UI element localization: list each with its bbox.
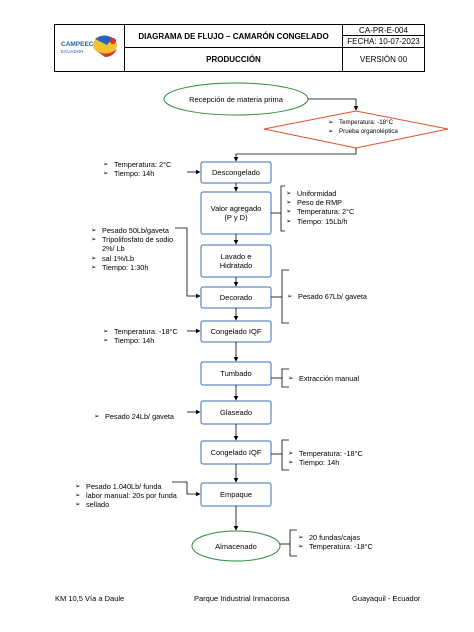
notes-lavado: ➢Pesado 50Lb/gaveta ➢Tripolifosfato de s… <box>91 226 187 272</box>
notes-congelado-iqf-2: ➢Temperatura: -18°C ➢Tiempo: 14h <box>288 449 363 467</box>
arrow-bullet-icon: ➢ <box>288 459 294 467</box>
arrow-bullet-icon: ➢ <box>298 543 304 551</box>
arrow-bullet-icon: ➢ <box>91 227 97 234</box>
document-title: DIAGRAMA DE FLUJO – CAMARÓN CONGELADO <box>125 25 343 48</box>
footer-address: KM 10,5 Vía a Daule <box>55 594 125 603</box>
arrow-bullet-icon: ➢ <box>286 217 292 225</box>
list-item: ➢Prueba organoléptica <box>328 127 398 135</box>
list-item: ➢Extracción manual <box>288 374 360 383</box>
arrow-bullet-icon: ➢ <box>103 337 109 345</box>
logo-cell: CAMPEEC ECUADOR <box>55 25 125 71</box>
footer-park: Parque Industrial Inmaconsa <box>194 594 290 603</box>
list-item: ➢Tiempo: 14h <box>103 169 155 179</box>
node-recepcion: Recepción de materia prima <box>189 94 283 104</box>
node-glaseado: Glaseado <box>219 408 253 417</box>
arrow-bullet-icon: ➢ <box>288 450 294 457</box>
arrow-bullet-icon: ➢ <box>328 127 334 135</box>
arrow-bullet-icon: ➢ <box>94 413 100 420</box>
arrow-recepcion-decision <box>308 98 359 111</box>
list-item: ➢Temperatura: -18°C <box>298 542 373 552</box>
notes-glaseado: ➢Pesado 24Lb/ gaveta <box>94 412 174 421</box>
arrow-bullet-icon: ➢ <box>288 375 294 382</box>
arrow-bullet-icon: ➢ <box>103 170 109 178</box>
node-almacenado: Almacenado <box>215 541 257 551</box>
node-descongelado: Descongelado <box>212 168 260 177</box>
list-item: ➢Peso de RMP <box>286 198 343 208</box>
arrow-bullet-icon: ➢ <box>298 534 304 541</box>
node-empaque: Empaque <box>219 490 253 499</box>
list-item: ➢sellado <box>75 500 110 510</box>
list-item: ➢Temperatura: -18°C <box>288 449 363 458</box>
list-item: ➢Temperatura: 2°C <box>286 207 355 217</box>
notes-descongelado: ➢Temperatura: 2°C ➢Tiempo: 14h <box>103 160 171 178</box>
document-subtitle: PRODUCCIÓN <box>125 48 343 71</box>
list-item: ➢Tiempo: 14h <box>103 336 155 346</box>
notes-congelado-iqf-1: ➢Temperatura: -18°C ➢Tiempo: 14h <box>103 327 178 345</box>
node-lavado: Lavado e Hidratado <box>219 252 253 270</box>
arrow-bullet-icon: ➢ <box>286 190 292 197</box>
list-item: ➢Uniformidad <box>286 189 337 198</box>
campeec-logo <box>93 35 117 57</box>
arrow-decision-descongelado <box>233 148 357 162</box>
document-header: CAMPEEC ECUADOR DIAGRAMA DE FLUJO – CAMA… <box>54 24 425 72</box>
document-code: CA-PR-E-004 <box>343 25 424 36</box>
node-congelado-iqf-1: Congelado IQF <box>210 327 262 336</box>
notes-decorado: ➢Pesado 67Lb/ gaveta <box>287 292 367 301</box>
list-item: ➢Pesado 1.040Lb/ funda <box>75 482 162 491</box>
almacenado-shape <box>191 530 281 562</box>
document-date: FECHA: 10-07-2023 <box>343 36 424 48</box>
list-item: ➢Temperatura: -18°C <box>103 327 178 336</box>
list-item: ➢20 fundas/cajas <box>298 533 361 542</box>
list-item: ➢Tiempo: 1:30h <box>91 262 149 272</box>
node-congelado-iqf-2: Congelado IQF <box>210 448 262 457</box>
notes-almacenado: ➢20 fundas/cajas ➢Temperatura: -18°C <box>298 533 373 551</box>
list-item: ➢Tripolifosfato de sodio 2%/ Lb <box>91 235 174 254</box>
node-valor-agregado: Valor agregado (P y D) <box>210 204 262 222</box>
footer-city: Guayaquil - Ecuador <box>352 594 421 603</box>
notes-valor-agregado: ➢Uniformidad ➢Peso de RMP ➢Temperatura: … <box>286 189 354 226</box>
arrow-bullet-icon: ➢ <box>91 236 97 244</box>
arrow-bullet-icon: ➢ <box>75 483 81 490</box>
list-item: ➢Temperatura: 2°C <box>103 160 172 169</box>
list-item: ➢Pesado 50Lb/gaveta <box>91 226 169 235</box>
list-item: ➢sal 1%/Lb <box>91 253 135 263</box>
list-item: ➢Pesado 67Lb/ gaveta <box>287 292 367 301</box>
arrow-bullet-icon: ➢ <box>91 254 97 262</box>
arrow-bullet-icon: ➢ <box>328 119 334 126</box>
arrow-bullet-icon: ➢ <box>286 208 292 216</box>
node-decorado: Decorado <box>219 293 253 302</box>
list-item: ➢Tiempo: 14h <box>288 458 340 468</box>
notes-tumbado: ➢Extracción manual <box>288 374 359 383</box>
list-item: ➢Pesado 24Lb/ gaveta <box>94 412 174 421</box>
list-item: ➢Temperatura: -18°C <box>328 119 394 126</box>
logo-sub: ECUADOR <box>61 49 84 54</box>
arrow-bullet-icon: ➢ <box>75 492 81 500</box>
list-item: ➢Tiempo: 15Lb/h <box>286 216 348 226</box>
logo-name: CAMPEEC <box>61 41 94 48</box>
arrow-bullet-icon: ➢ <box>91 263 97 271</box>
arrow-bullet-icon: ➢ <box>103 328 109 335</box>
logo-text: CAMPEEC ECUADOR <box>61 41 94 55</box>
arrow-bullet-icon: ➢ <box>103 161 109 168</box>
decision-notes: ➢Temperatura: -18°C ➢Prueba organoléptic… <box>328 119 398 136</box>
notes-empaque: ➢Pesado 1.040Lb/ funda ➢labor manual: 20… <box>75 482 177 510</box>
arrow-bullet-icon: ➢ <box>286 199 292 207</box>
arrow-bullet-icon: ➢ <box>287 293 293 300</box>
node-tumbado: Tumbado <box>220 369 252 378</box>
arrow-bullet-icon: ➢ <box>75 501 81 509</box>
document-version: VERSIÓN 00 <box>359 55 408 64</box>
list-item: ➢labor manual: 20s por funda <box>75 491 177 501</box>
